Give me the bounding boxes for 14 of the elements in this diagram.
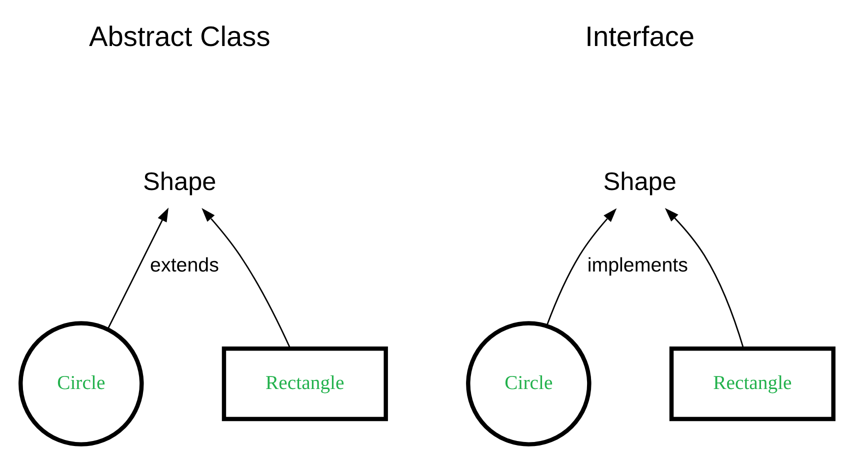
node-box: Rectangle bbox=[668, 346, 835, 422]
arrow bbox=[106, 208, 168, 330]
arrow bbox=[201, 208, 290, 349]
node-circle: Circle bbox=[466, 321, 591, 446]
node-box: Rectangle bbox=[221, 346, 388, 422]
label: Abstract Class bbox=[88, 21, 270, 52]
node-text: Shape bbox=[142, 168, 216, 196]
label: Interface bbox=[584, 21, 694, 52]
arrow bbox=[546, 208, 616, 326]
edge-label: implements bbox=[586, 254, 688, 276]
arrow bbox=[664, 208, 744, 349]
edge-label: extends bbox=[150, 254, 218, 276]
node-circle: Circle bbox=[18, 321, 144, 446]
node-text: Shape bbox=[602, 168, 676, 196]
